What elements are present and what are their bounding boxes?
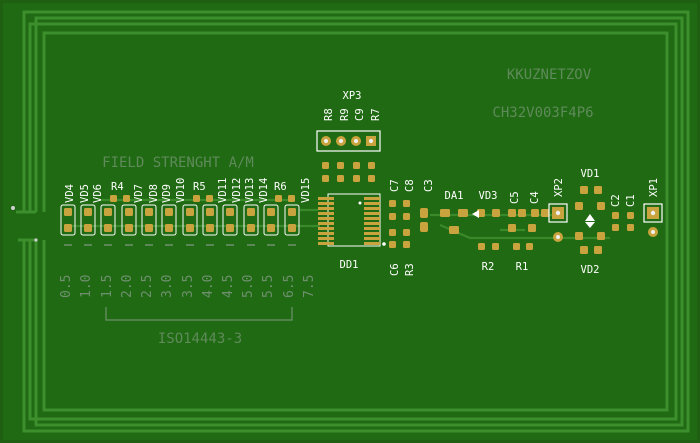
scale-value: 6.5 [282,275,297,298]
xp1-outline [643,203,663,223]
scale-value: 1.0 [79,275,94,298]
scale-value: 5.0 [241,275,256,298]
scale-value: 3.0 [160,275,175,298]
ref-r1: R1 [516,261,529,273]
via [11,206,15,210]
ref-c6: C6 [389,263,401,276]
ref-r8: R8 [323,108,335,121]
ref-label: VD14 [258,178,270,203]
ref-label: VD4 [64,184,76,203]
ref-label: VD12 [231,178,243,203]
ref-label: VD10 [175,178,187,203]
ref-label: VD8 [148,184,160,203]
ref-vd3: VD3 [479,190,498,202]
ref-c7: C7 [389,179,401,192]
ref-c1: C1 [625,194,637,207]
xp3-outline [316,130,381,152]
led-pads [64,208,296,232]
ref-label: VD15 [300,178,312,203]
board-copper-pour [3,3,697,440]
scale-value: 0.5 [59,275,74,298]
ref-c3: C3 [423,179,435,192]
scale-bracket [105,307,293,321]
ref-label: VD7 [133,184,145,203]
antenna-coil [16,10,690,433]
xp2-hole2 [556,235,560,239]
dd1-chip [318,193,386,247]
ref-label: VD11 [217,178,229,203]
led-refs: VD4 VD5 VD6 VD7 VD8 VD9 VD10 VD11 VD12 V… [64,178,312,203]
ref-label: VD5 [79,184,91,203]
cap-pads-right [612,212,634,231]
scale-value: 4.5 [221,275,236,298]
scale-value: 7.5 [302,275,317,298]
xp3-pins [321,136,376,146]
ref-r5: R5 [193,181,206,193]
ref-dd1: DD1 [340,259,359,271]
diode-pads [575,186,605,254]
led-outlines [60,204,300,236]
ref-r4: R4 [111,181,124,193]
passive-pads-left [389,200,428,248]
scale-value: 3.5 [181,275,196,298]
ref-vd2: VD2 [581,264,600,276]
ref-c8: C8 [404,179,416,192]
ref-xp3: XP3 [343,90,362,102]
xp1-hole2 [651,230,655,234]
scale-value: 1.5 [100,275,115,298]
ref-r6: R6 [274,181,287,193]
via [34,238,38,242]
ref-c9: C9 [354,108,366,121]
ref-xp1: XP1 [648,178,660,197]
vd-polarity [585,222,595,228]
xp2-outline [548,203,568,223]
ref-c2: C2 [610,194,622,207]
scale-value: 4.0 [201,275,216,298]
field-strength-title: FIELD STRENGHT A/M [102,155,254,171]
xp2-hole [555,210,561,216]
ref-r9: R9 [339,108,351,121]
scale-value: 5.5 [261,275,276,298]
scale-values: 0.5 1.0 1.5 2.0 2.5 3.0 3.5 4.0 4.5 5.0 … [59,275,317,298]
xp3-resistor-pads [322,162,375,182]
author-text: KKUZNETZOV [507,67,592,83]
mcu-text: CH32V003F4P6 [492,105,593,121]
ref-c4: C4 [529,191,541,204]
ref-vd1: VD1 [581,168,600,180]
scale-value: 2.0 [120,275,135,298]
ref-c5: C5 [509,191,521,204]
resistor-pads [110,195,295,202]
ref-r7: R7 [370,108,382,121]
xp1-hole [650,210,656,216]
standard-text: ISO14443-3 [158,331,242,347]
ref-r2: R2 [482,261,495,273]
vd3-polarity [472,210,479,218]
ref-r3: R3 [404,263,416,276]
vd-polarity [585,214,595,221]
ref-da1: DA1 [445,190,464,202]
scale-value: 2.5 [140,275,155,298]
ref-label: VD6 [92,184,104,203]
ref-label: VD13 [244,178,256,203]
ref-label: VD9 [161,184,173,203]
ref-xp2: XP2 [553,178,565,197]
